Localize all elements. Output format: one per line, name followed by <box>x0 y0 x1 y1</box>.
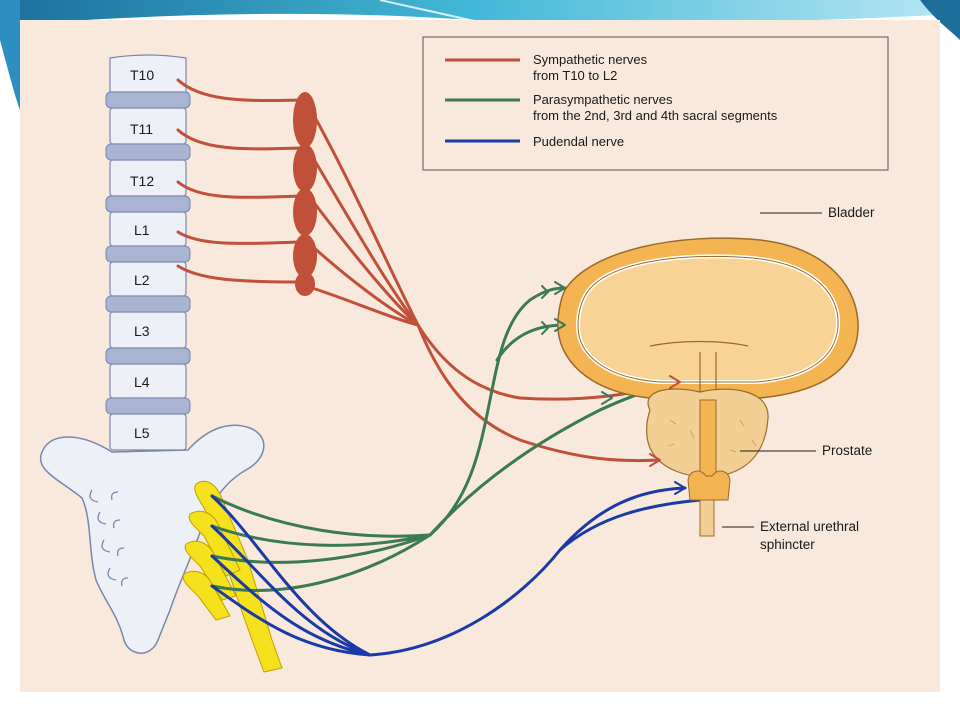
sphincter-label-1: External urethral <box>760 519 859 534</box>
legend-label-pudendal: Pudendal nerve <box>533 134 624 149</box>
vertebra-label-l5: L5 <box>134 425 150 441</box>
bladder <box>557 237 859 441</box>
vertebra-label-t12: T12 <box>130 173 154 189</box>
vertebral-bodies <box>109 54 187 451</box>
legend-item-parasympathetic: Parasympathetic nerves from the 2nd, 3rd… <box>445 92 778 123</box>
pudendal-nerve <box>210 486 702 657</box>
spinal-column: T10 T11 T12 L1 L2 L3 L4 L5 <box>105 54 191 451</box>
prostate-label: Prostate <box>822 443 872 458</box>
vertebra-label-l1: L1 <box>134 222 150 238</box>
sphincter-label-2: sphincter <box>760 537 815 552</box>
vertebra-label-t11: T11 <box>130 121 153 137</box>
organ-labels: Bladder Prostate External urethral sphin… <box>722 205 875 552</box>
vertebra-label-t10: T10 <box>130 67 154 83</box>
vertebra-label-l3: L3 <box>134 323 150 339</box>
prostate <box>646 388 769 491</box>
legend-item-pudendal: Pudendal nerve <box>445 134 624 149</box>
bladder-label: Bladder <box>828 205 875 220</box>
legend-label-sympathetic-2: from T10 to L2 <box>533 68 617 83</box>
sympathetic-nerves <box>176 78 682 463</box>
external-urethral-sphincter <box>687 470 731 537</box>
nerve-endings <box>541 281 686 495</box>
legend: Sympathetic nerves from T10 to L2 Parasy… <box>422 36 889 171</box>
parasympathetic-nerves <box>210 286 682 592</box>
legend-label-sympathetic-1: Sympathetic nerves <box>533 52 648 67</box>
vertebra-label-l4: L4 <box>134 374 150 390</box>
legend-box <box>422 36 889 171</box>
legend-label-parasympathetic-2: from the 2nd, 3rd and 4th sacral segment… <box>533 108 778 123</box>
legend-label-parasympathetic-1: Parasympathetic nerves <box>533 92 673 107</box>
intervertebral-discs <box>105 91 191 415</box>
sympathetic-ganglia <box>293 92 317 296</box>
legend-item-sympathetic: Sympathetic nerves from T10 to L2 <box>445 52 648 83</box>
vertebra-label-l2: L2 <box>134 272 150 288</box>
